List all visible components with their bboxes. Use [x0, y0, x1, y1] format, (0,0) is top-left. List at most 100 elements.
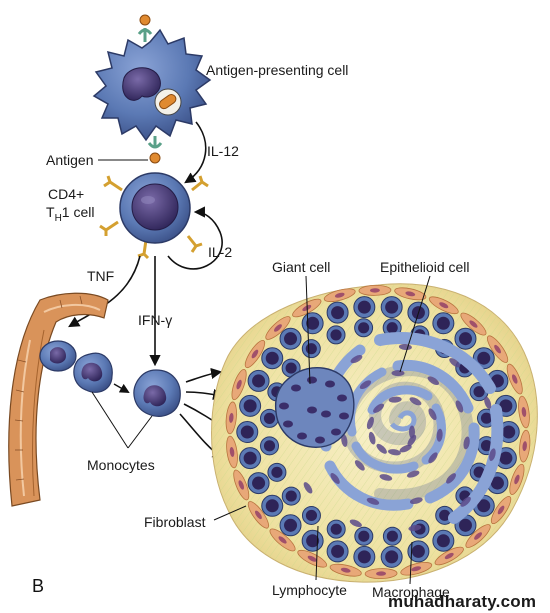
lymphocyte-nucleus — [490, 476, 504, 490]
fibroblast-nucleus — [474, 532, 483, 540]
monocyte-1 — [73, 352, 113, 393]
lymphocyte-nucleus — [330, 523, 342, 535]
epithelioid-nucleus — [408, 524, 422, 532]
lymphocyte-nucleus — [385, 300, 399, 314]
lymphocyte-nucleus — [284, 332, 298, 346]
lymphocyte-nucleus — [499, 451, 513, 465]
fibroblast-nucleus — [439, 302, 449, 309]
epithelioid-nucleus — [388, 449, 401, 456]
fibroblast-nucleus — [522, 441, 527, 452]
label-lymphocyte: Lymphocyte — [272, 582, 347, 598]
lymphocyte-nucleus — [357, 300, 371, 314]
label-epithelioid-cell: Epithelioid cell — [380, 259, 470, 275]
giant-cell-nucleus — [325, 380, 335, 388]
epithelioid-nucleus — [428, 452, 438, 464]
lymphocyte-nucleus — [285, 362, 297, 374]
watermark: muhadharaty.com — [388, 592, 537, 611]
lymphocyte-nucleus — [385, 550, 399, 564]
phagosome — [154, 88, 182, 116]
epithelioid-nucleus — [484, 396, 492, 409]
fibroblast-nucleus — [514, 474, 520, 485]
epithelioid-nucleus — [409, 397, 422, 406]
lymphocyte-nucleus — [458, 518, 472, 532]
label-il2: IL-2 — [208, 244, 233, 260]
lymphocyte-nucleus — [306, 534, 320, 548]
il12-arrow — [184, 121, 207, 184]
epithelioid-whorl — [318, 332, 504, 524]
mhc-receptor-top — [137, 14, 153, 42]
label-cd4: CD4+ — [48, 186, 85, 202]
fibroblast-nucleus — [469, 320, 478, 328]
epithelioid-nucleus — [455, 400, 464, 413]
giant-cell-nucleus — [321, 410, 331, 418]
fibroblast-nucleus — [444, 552, 454, 560]
lymphocyte-nucleus — [386, 322, 398, 334]
label-giant-cell: Giant cell — [272, 259, 331, 275]
fibroblast-nucleus — [255, 510, 262, 520]
epithelioid-nucleus — [303, 482, 313, 494]
fibroblast-nucleus — [497, 505, 505, 515]
fibroblast-nucleus — [229, 412, 234, 423]
epithelioid-nucleus — [449, 358, 461, 368]
fibroblast-nucleus — [369, 288, 380, 293]
epithelioid-nucleus — [409, 497, 423, 505]
epithelioid-nucleus — [368, 431, 376, 445]
epithelioid-nucleus — [391, 370, 405, 377]
lymphocyte-nucleus — [285, 490, 297, 502]
th1-prefix: T — [46, 204, 55, 220]
epithelioid-nucleus — [350, 355, 363, 364]
fibroblast-nucleus — [511, 374, 518, 384]
epithelioid-nucleus — [359, 380, 372, 390]
lymphocyte-nucleus — [480, 412, 493, 424]
il2-arrow — [167, 206, 223, 270]
epithelioid-nucleus — [406, 470, 420, 478]
epithelioid-nucleus — [376, 443, 387, 454]
giant-cell-nucleus — [337, 394, 347, 402]
epithelioid-nuclei — [303, 343, 496, 532]
lymphocyte-nucleus — [411, 544, 425, 558]
fibroblast-nucleus — [278, 536, 287, 544]
giant-cell-nucleus — [291, 384, 301, 392]
blood-vessel — [8, 292, 109, 507]
epithelioid-nucleus — [407, 434, 417, 447]
label-macrophage: Macrophage — [372, 584, 450, 600]
fibroblast-nucleus — [238, 480, 245, 490]
giant-cell-nucleus — [283, 420, 293, 428]
lymphocyte-nucleus — [436, 534, 450, 548]
lymphocyte-nucleus — [240, 425, 254, 439]
giant-cell-nucleus — [307, 406, 317, 414]
giant-cell — [274, 367, 355, 448]
fibroblast-nucleus — [307, 555, 317, 562]
lymphocyte-nucleus — [263, 440, 276, 452]
lymphocyte-nucleus — [306, 316, 320, 330]
lymphocyte-nucleus — [252, 374, 266, 388]
epithelioid-nucleus — [349, 519, 362, 528]
epithelioid-nucleus — [460, 496, 471, 507]
giant-cell-nucleus — [297, 432, 307, 440]
lymphocyte-nucleus — [252, 476, 266, 490]
label-tnf: TNF — [87, 268, 115, 284]
apc-nucleus — [122, 67, 161, 101]
label-ifn-gamma: IFN-γ — [138, 312, 173, 328]
mhc-receptor-bottom — [147, 136, 163, 164]
lymphocyte-nucleus — [499, 399, 513, 413]
lymphocyte-nucleus — [458, 332, 472, 346]
lymphocyte-nucleus — [331, 544, 345, 558]
lymphocyte-nucleus — [358, 530, 370, 542]
lymphocyte-nucleus — [271, 466, 283, 478]
th1-nucleus — [131, 183, 179, 231]
epithelioid-nucleus — [489, 448, 496, 462]
giant-cell-nucleus — [279, 402, 289, 410]
fibroblast-nucleus — [273, 324, 282, 332]
lymphocyte-nucleus — [473, 386, 485, 398]
lymphocyte-nucleus — [265, 351, 279, 365]
lymphocyte-nucleus — [330, 329, 342, 341]
giant-cell-nuclei — [279, 376, 349, 444]
th1-suffix: 1 cell — [61, 204, 95, 220]
label-antigen-presenting-cell: Antigen-presenting cell — [206, 62, 349, 78]
monocyte-2 — [133, 369, 181, 417]
lymphocyte-nucleus — [358, 322, 370, 334]
epithelioid-nucleus — [341, 434, 348, 447]
fibroblast-nucleus — [376, 571, 387, 576]
label-fibroblast: Fibroblast — [144, 514, 206, 530]
